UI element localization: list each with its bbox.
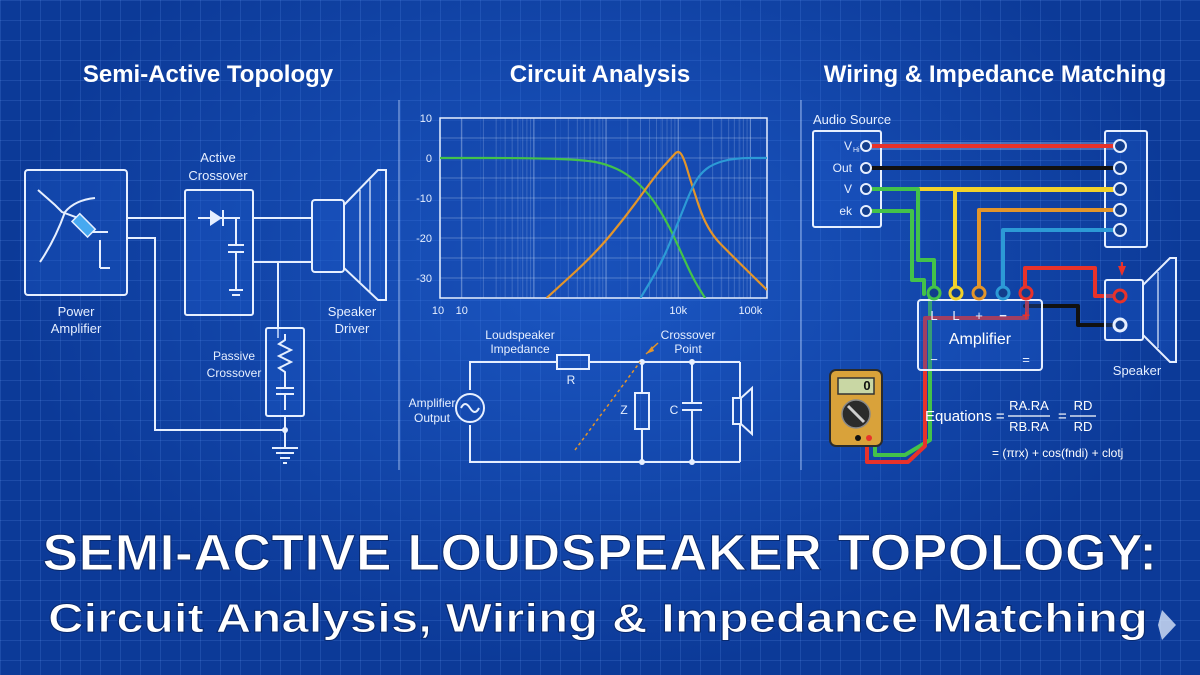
y-tick-label: 0 [426,153,432,165]
left-panel-title: Semi-Active Topology [83,61,334,88]
equation-equals: = [1058,408,1067,425]
amplifier-label: Amplifier [949,331,1012,348]
amp-equals-mark: = [1022,352,1030,367]
amp-terminal-3: + [975,308,983,323]
amp-terminal-5: + [1022,307,1030,323]
source-pin-sub: Hi [853,147,860,154]
series-line-3 [639,156,767,298]
speaker-driver-label-1: Speaker [328,304,377,319]
equation-numerator-1: RA.RA [1009,398,1049,413]
equation-denominator-1: RB.RA [1009,419,1049,434]
equation-denominator-2: RD [1074,419,1093,434]
y-tick-label: -10 [416,193,432,205]
amp-minus-mark: − [930,352,938,367]
polarity-arrow-icon [1118,266,1126,276]
active-crossover-label-1: Active [200,150,235,165]
y-tick-label: -30 [416,273,432,285]
ac-source-icon [455,393,485,423]
crossover-point-label-1: Crossover [661,328,716,342]
middle-panel-title: Circuit Analysis [510,61,691,88]
power-amp-label-1: Power [58,304,96,319]
passive-crossover-block [265,327,305,417]
passive-crossover-label-2: Crossover [207,366,262,380]
speaker-driver-label-2: Driver [335,321,370,336]
active-crossover-label-2: Crossover [188,168,248,183]
impedance-label-2: Impedance [490,342,550,356]
equation-word: Equations = [925,408,1005,425]
impedance-z [634,392,650,430]
amplifier-output-label-1: Amplifier [409,396,456,410]
z-label: Z [620,403,627,417]
equation-line-2: = (πrx) + cos(fndi) + clotj [992,446,1123,460]
amp-terminal-4: − [999,308,1007,323]
source-pin-label-2: Out [833,161,853,175]
source-pin-label-3: V [844,182,852,196]
source-pin-label-1: V [844,139,852,153]
audio-source-label: Audio Source [813,112,891,127]
amp-terminal-1: L [930,308,937,323]
power-amp-label-2: Amplifier [51,321,102,336]
active-crossover-block [184,189,254,316]
diode-icon [210,210,222,226]
speaker-label: Speaker [1113,363,1162,378]
small-speaker-icon [732,385,753,437]
ground-icon [272,447,298,464]
wiring-harness [864,144,1122,464]
power-amplifier-block [24,169,128,296]
x-tick-start: 10 [432,305,444,317]
x-tick-label: 10 [456,305,468,317]
series-line-1 [440,156,707,298]
frequency-response-chart: 10 10 10k 100k 10 0 -10 -20 -30 [416,113,768,317]
multimeter-icon [829,369,883,447]
impedance-label-1: Loudspeaker [485,328,554,342]
r-label: R [567,373,576,387]
impedance-equation: Equations = RA.RA RB.RA = RD RD = (πrx) … [925,398,1123,460]
sparkle-icon [1158,610,1176,640]
source-pin-label-4: ek [839,204,853,218]
chart-plot-area [439,117,768,299]
y-tick-label: 10 [420,113,432,125]
multimeter-reading: 0 [863,378,870,393]
right-panel-title: Wiring & Impedance Matching [824,61,1166,88]
equation-numerator-2: RD [1074,398,1093,413]
resistor-icon [276,334,294,380]
c-label: C [670,403,679,417]
passive-crossover-label-1: Passive [213,349,255,363]
headline-line-1: SEMI-ACTIVE LOUDSPEAKER TOPOLOGY: [43,524,1158,581]
amplifier-output-label-2: Output [414,411,451,425]
audio-source-block [812,130,882,228]
x-tick-label: 100k [738,305,762,317]
headline-line-2: Circuit Analysis, Wiring & Impedance Mat… [48,595,1148,641]
x-tick-label: 10k [669,305,687,317]
speaker-driver-icon [311,169,387,301]
amp-terminal-2: L [952,308,959,323]
crossover-point-label-2: Point [674,342,702,356]
amplifier-chip-icon [70,212,97,239]
speaker-cabinet-icon [1104,257,1177,363]
y-tick-label: -20 [416,233,432,245]
series-line-2 [545,150,767,298]
lc-circuit-schematic [455,354,753,465]
resistor-r [556,354,590,370]
